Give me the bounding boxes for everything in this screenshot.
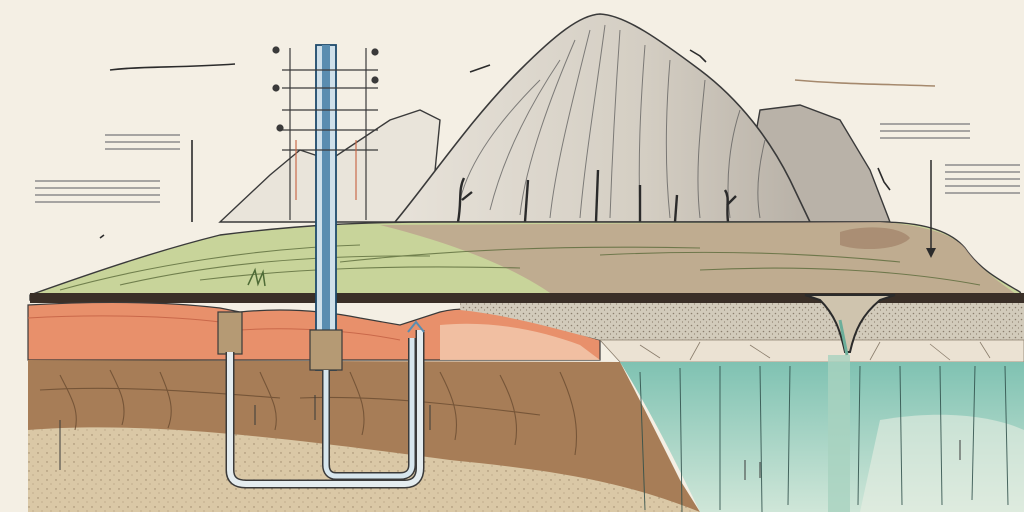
ground-boundary — [30, 293, 1024, 303]
u-shaped-pipe[interactable] — [225, 320, 425, 489]
gravel-layer — [460, 303, 1024, 363]
spring-outlet — [804, 294, 896, 356]
mountain — [393, 13, 812, 223]
grass-layer — [29, 221, 1024, 301]
monitoring-rod — [926, 160, 936, 258]
aquifer — [620, 355, 1024, 512]
sediment-layer — [28, 360, 700, 512]
annotation-lines — [35, 123, 1020, 203]
depth-ticks — [59, 395, 961, 480]
derrick-scaffold — [272, 46, 379, 220]
sky-strokes — [99, 49, 936, 239]
